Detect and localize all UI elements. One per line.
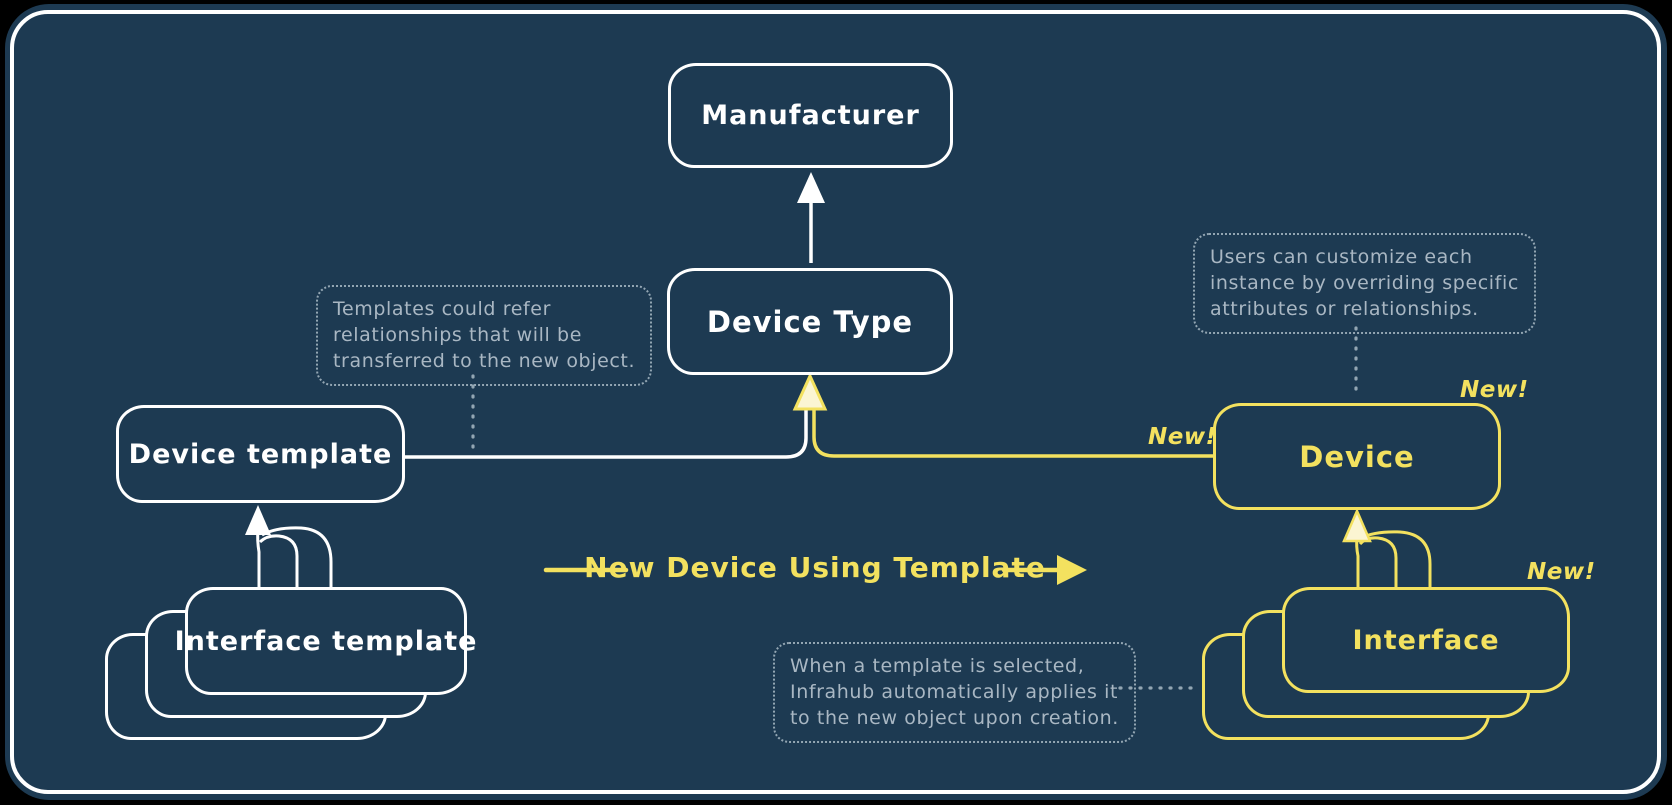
note-templates: Templates could refer relationships that…: [316, 285, 653, 386]
node-device-template-label: Device template: [128, 438, 393, 470]
node-interface-template-label: Interface template: [174, 625, 478, 657]
hook-right-2: [1358, 536, 1398, 588]
arrowhead-devicetemplate-icon: [245, 505, 271, 535]
new-badge-interface: New!: [1527, 559, 1596, 585]
new-badge-device-link: New!: [1148, 424, 1217, 450]
node-interface-template: Interface template: [175, 587, 476, 695]
hook-left-2: [258, 534, 299, 588]
arrowhead-device-icon: [1342, 507, 1372, 543]
note-customize: Users can customize each instance by ove…: [1193, 233, 1536, 334]
connector-devicetemplate-to-devicetype: [405, 400, 808, 459]
note-apply: When a template is selected, Infrahub au…: [773, 642, 1136, 743]
new-badge-device: New!: [1460, 377, 1529, 403]
flow-label: New Device Using Template: [584, 551, 1046, 584]
connector-device-to-devicetype: [812, 400, 1213, 458]
flow-arrowhead-icon: [1057, 555, 1087, 585]
node-device-type: Device Type: [667, 268, 953, 375]
arrowhead-manufacturer-icon: [797, 172, 825, 203]
node-device: Device: [1213, 403, 1501, 510]
arrowhead-devicetype-icon: [792, 372, 828, 411]
node-interface-label: Interface: [1352, 624, 1500, 656]
node-manufacturer: Manufacturer: [668, 63, 953, 168]
node-manufacturer-label: Manufacturer: [701, 100, 920, 131]
hook-right-3: [1360, 530, 1432, 588]
node-device-label: Device: [1299, 439, 1415, 474]
node-device-template: Device template: [116, 405, 405, 503]
node-interface: Interface: [1282, 587, 1570, 693]
hook-right-main: [1355, 537, 1360, 588]
node-device-type-label: Device Type: [706, 304, 914, 339]
hook-left-main: [256, 529, 261, 588]
hook-left-3: [261, 526, 333, 588]
